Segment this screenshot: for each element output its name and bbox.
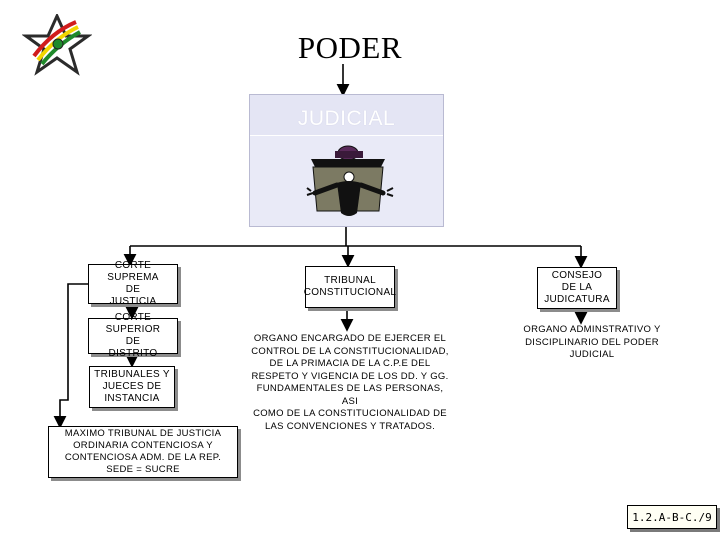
maximo-tribunal-box: MAXIMO TRIBUNAL DE JUSTICIA ORDINARIA CO… [48, 426, 238, 478]
consejo-judicatura-box: CONSEJO DE LA JUDICATURA [537, 267, 617, 309]
maximo-tribunal-label: MAXIMO TRIBUNAL DE JUSTICIA ORDINARIA CO… [64, 428, 222, 475]
organo-constitucional-text: ORGANO ENCARGADO DE EJERCER EL CONTROL D… [251, 333, 449, 432]
judicial-panel: JUDICIAL [249, 94, 444, 227]
tribunal-constitucional-label: TRIBUNAL CONSTITUCIONAL [303, 275, 397, 298]
tribunal-constitucional-box: TRIBUNAL CONSTITUCIONAL [303, 266, 397, 308]
tribunales-jueces-box: TRIBUNALES Y JUECES DE INSTANCIA [89, 366, 175, 408]
organo-disciplinario-text: ORGANO ADMINSTRATIVO Y DISCIPLINARIO DEL… [523, 324, 661, 360]
judge-illustration [306, 145, 394, 216]
consejo-judicatura-label: CONSEJO DE LA JUDICATURA [544, 270, 610, 305]
page-title: PODER [297, 30, 403, 65]
slide-reference-text: 1.2.A-B-C./9 [632, 510, 712, 524]
tribunales-jueces-label: TRIBUNALES Y JUECES DE INSTANCIA [94, 369, 170, 404]
star-logo [22, 14, 92, 76]
corte-superior-box: CORTE SUPERIOR DE DISTRITO [88, 312, 178, 359]
slide-reference: 1.2.A-B-C./9 [627, 505, 717, 529]
judicial-label: JUDICIAL [297, 107, 396, 130]
corte-suprema-box: CORTE SUPREMA DE JUSTICIA [88, 260, 178, 307]
corte-superior-label: CORTE SUPERIOR DE DISTRITO [105, 312, 161, 359]
judicial-header: JUDICIAL [250, 95, 443, 136]
corte-suprema-label: CORTE SUPREMA DE JUSTICIA [107, 260, 159, 307]
